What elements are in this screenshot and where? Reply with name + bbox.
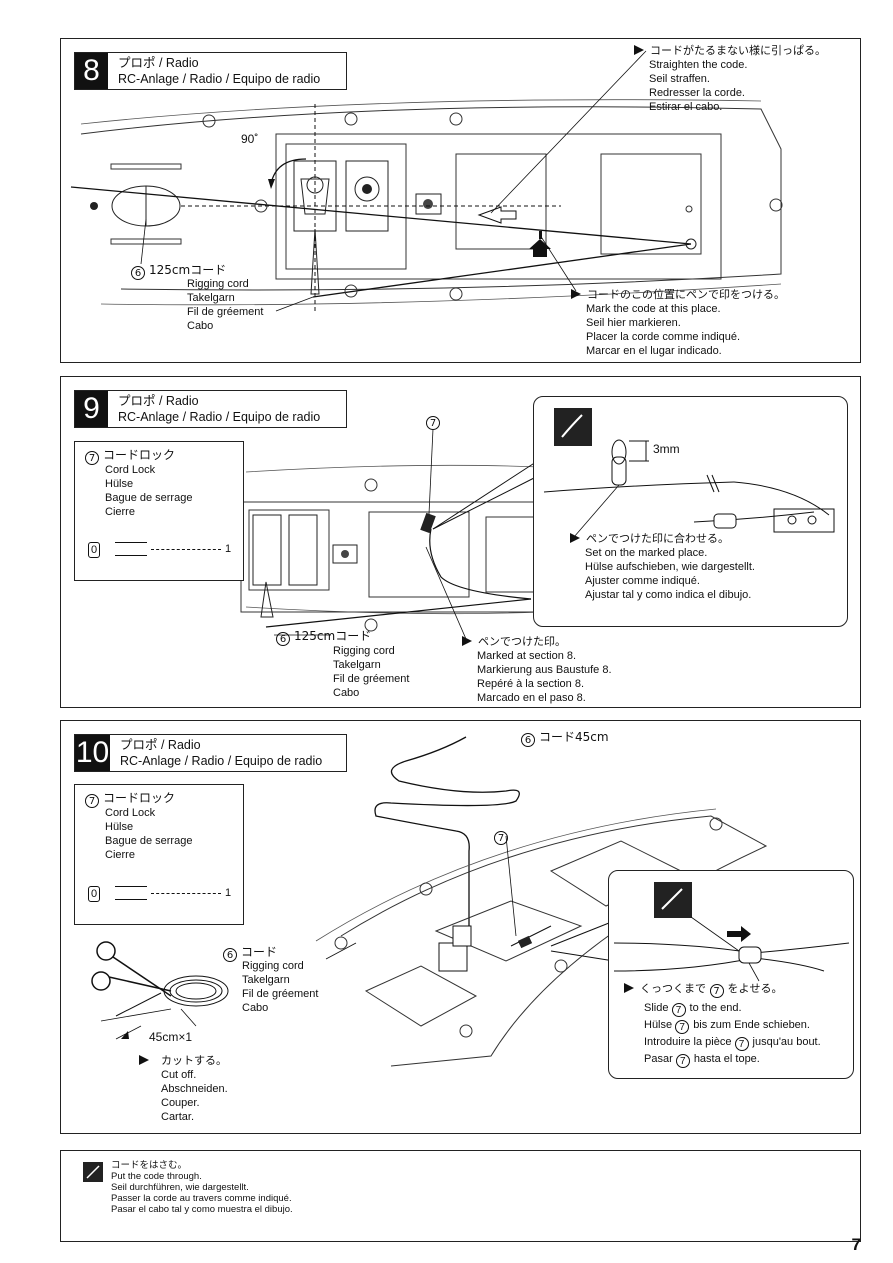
step-9-title: プロポ / Radio RC-Anlage / Radio / Equipo d… [118, 393, 320, 425]
step-10-part-qty-label: 0 [88, 886, 100, 902]
pointer-arrow-icon [462, 636, 472, 646]
legend-panel: コードをはさむ。 Put the code through. Seil durc… [60, 1150, 861, 1242]
step-10-part-names: Cord Lock Hülse Bague de serrage Cierre [105, 807, 193, 861]
step-10-header: 10 プロポ / Radio RC-Anlage / Radio / Equip… [74, 734, 347, 772]
step-8-header: 8 プロポ / Radio RC-Anlage / Radio / Equipo… [74, 52, 347, 90]
cord-lock-icon [115, 886, 147, 900]
part-number-icon: 6 [521, 733, 535, 747]
qty-leader [151, 549, 221, 550]
step-10-number: 10 [75, 735, 110, 771]
part-number-icon: 7 [85, 451, 99, 465]
step-9-part-names: Cord Lock Hülse Bague de serrage Cierre [105, 464, 193, 518]
step-8-hull-drawing [70, 50, 783, 314]
step-9-inset-notes: ペンでつけた印に合わせる。 Set on the marked place. H… [570, 532, 755, 602]
step-8-title: プロポ / Radio RC-Anlage / Radio / Equipo d… [118, 55, 320, 87]
step-8-note-top: コードがたるまない様に引っぱる。 Straighten the code. Se… [634, 44, 841, 114]
qty-leader [151, 893, 221, 894]
step-10-cut-notes: カットする。 Cut off. Abschneiden. Couper. Car… [139, 1054, 249, 1124]
step-10-cord-names: Rigging cord Takelgarn Fil de gréement C… [242, 960, 319, 1014]
step-10-length-label: 45cm×1 [149, 1030, 193, 1044]
part-number-icon: 6 [223, 948, 237, 962]
step-10-part-qty: 1 [225, 887, 232, 899]
part-number-icon: 7 [671, 1003, 686, 1017]
part-number-icon: 7 [734, 1037, 749, 1051]
thread-through-icon [83, 1162, 103, 1182]
step-10-title-multi: RC-Anlage / Radio / Equipo de radio [120, 754, 323, 768]
part-number-icon: 7 [675, 1054, 690, 1068]
pointer-arrow-icon [570, 533, 580, 543]
cord-lock-icon [115, 542, 147, 556]
part-number-icon: 7 [85, 794, 99, 808]
legend-ja: コードをはさむ。 [111, 1160, 188, 1171]
step-9-part-qty: 1 [225, 543, 232, 555]
part-number-icon: 7 [494, 831, 508, 845]
step-10-title-ja: プロポ / Radio [120, 738, 201, 752]
part-number-icon: 6 [276, 632, 290, 646]
pointer-arrow-icon [634, 45, 644, 55]
step-8-title-multi: RC-Anlage / Radio / Equipo de radio [118, 72, 321, 86]
step-9-inset: 3mm ペンでつけた印に合わせる。 Set on the marked plac… [533, 396, 848, 627]
step-9-callout: 7 [426, 414, 444, 430]
part-number-icon: 7 [709, 984, 724, 998]
step-8-note-mark: コードのこの位置にペンで印をつける。 Mark the code at this… [571, 288, 800, 358]
step-9-dim-label: 3mm [653, 442, 680, 456]
step-8-angle-label: 90˚ [241, 132, 259, 146]
step-8-panel: 8 プロポ / Radio RC-Anlage / Radio / Equipo… [60, 38, 861, 363]
step-9-panel: 9 プロポ / Radio RC-Anlage / Radio / Equipo… [60, 376, 861, 708]
part-number-icon: 6 [131, 266, 145, 280]
step-9-title-ja: プロポ / Radio [118, 394, 199, 408]
step-9-number: 9 [75, 391, 108, 427]
step-10-callout: 7 [494, 829, 512, 845]
step-9-cord-names: Rigging cord Takelgarn Fil de gréement C… [333, 645, 410, 699]
step-9-header: 9 プロポ / Radio RC-Anlage / Radio / Equipo… [74, 390, 347, 428]
step-10-drawing [91, 736, 768, 1067]
step-9-title-multi: RC-Anlage / Radio / Equipo de radio [118, 410, 321, 424]
step-8-title-ja: プロポ / Radio [118, 56, 199, 70]
step-10-panel: 10 プロポ / Radio RC-Anlage / Radio / Equip… [60, 720, 861, 1134]
step-9-inset-drawing [543, 408, 835, 538]
part-number-icon: 7 [675, 1020, 690, 1034]
step-10-inset-drawing [613, 882, 850, 982]
step-9-part-qty-label: 0 [88, 542, 100, 558]
legend-text: コードをはさむ。 Put the code through. Seil durc… [111, 1160, 293, 1215]
page-number: 7 [851, 1235, 861, 1254]
pointer-arrow-icon [571, 289, 581, 299]
step-9-mark-notes: ペンでつけた印。 Marked at section 8. Markierung… [462, 635, 612, 705]
pointer-arrow-icon [139, 1055, 149, 1065]
pointer-arrow-icon [624, 983, 634, 993]
step-10-title: プロポ / Radio RC-Anlage / Radio / Equipo d… [120, 737, 322, 769]
part-number-icon: 7 [426, 416, 440, 430]
step-8-cord-names: Rigging cord Takelgarn Fil de gréement C… [187, 278, 264, 332]
step-8-number: 8 [75, 53, 108, 89]
